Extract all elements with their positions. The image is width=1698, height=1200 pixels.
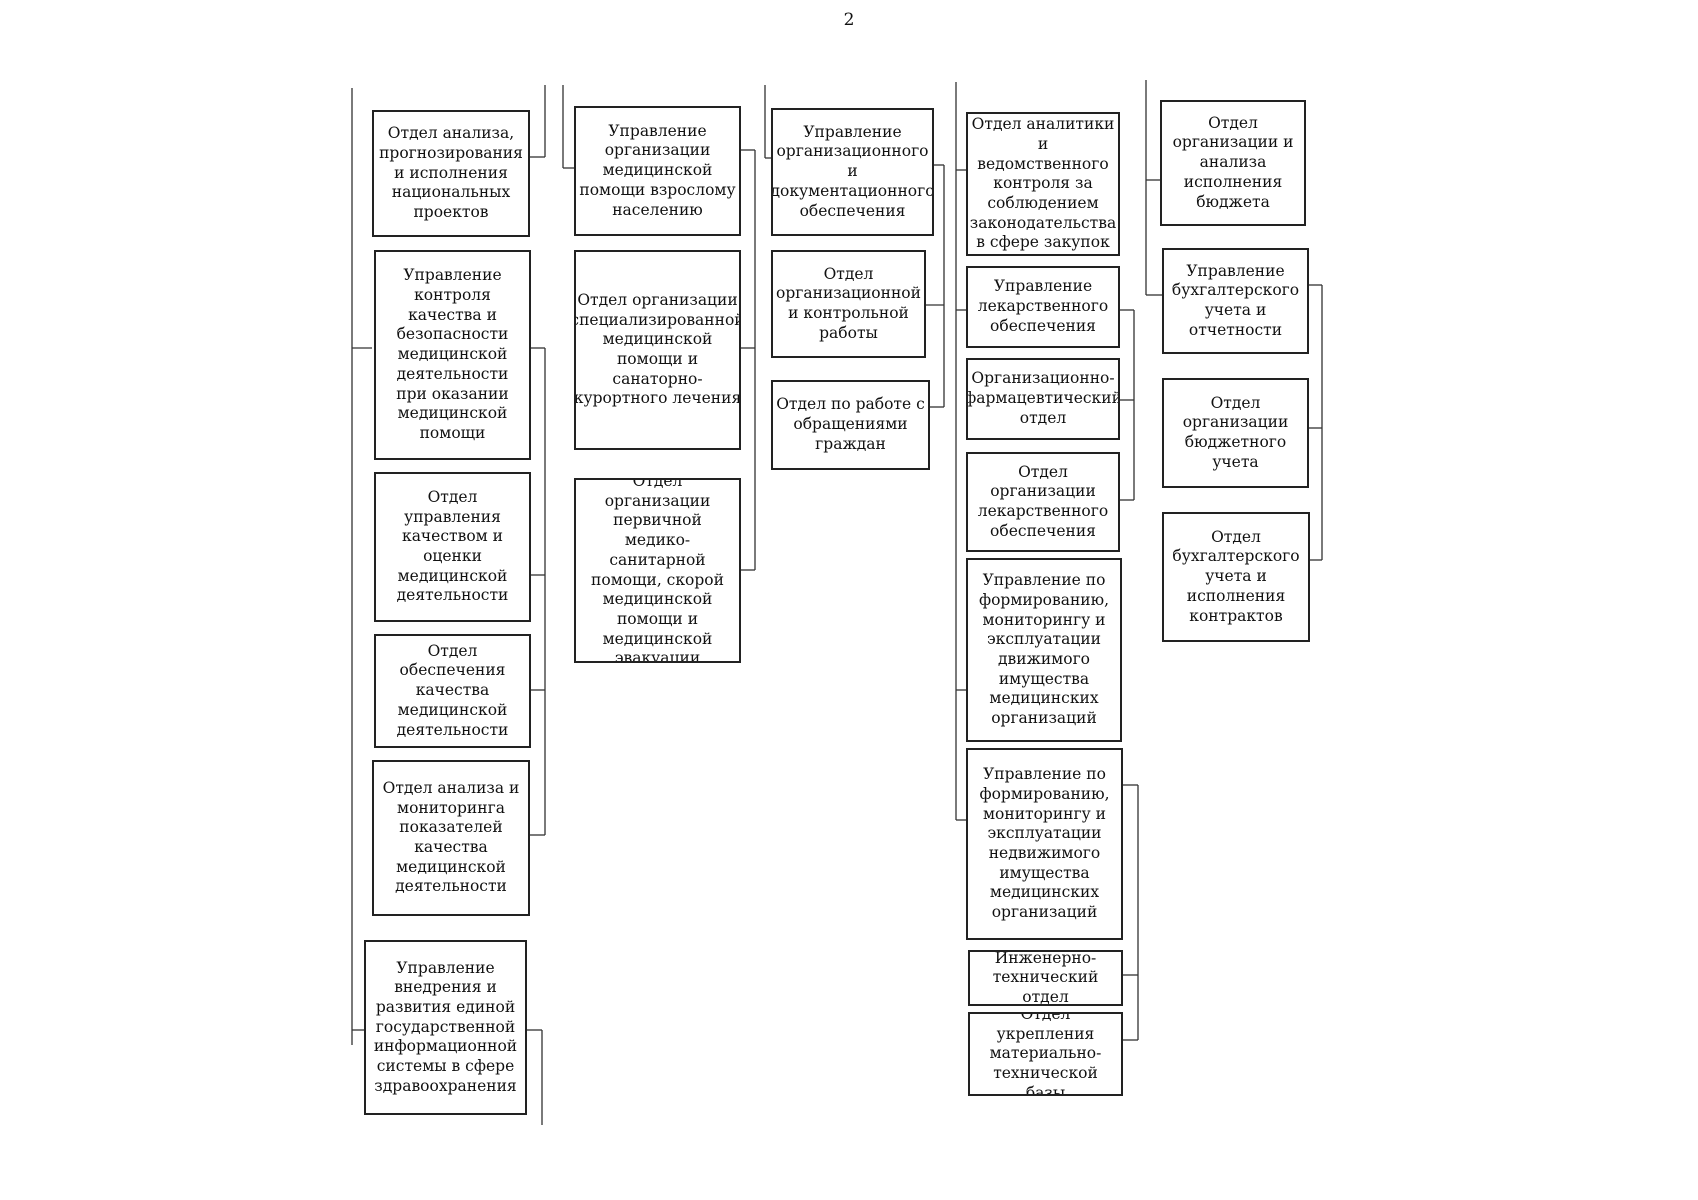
- department-label: Отдел организации первичной медико-санит…: [591, 478, 724, 663]
- department-label: Управление внедрения и развития единой г…: [373, 958, 518, 1095]
- department-label: Отдел организационной и контрольной рабо…: [776, 264, 921, 342]
- department-label: Отдел бухгалтерского учета и исполнения …: [1172, 527, 1300, 625]
- department-box: Отдел укрепления материально-технической…: [968, 1012, 1123, 1096]
- department-label: Отдел укрепления материально-технической…: [989, 1012, 1102, 1096]
- department-label: Управление организации медицинской помощ…: [579, 121, 736, 219]
- department-label: Управление лекарственного обеспечения: [977, 277, 1109, 335]
- department-box: Отдел анализа и мониторинга показателей …: [372, 760, 530, 916]
- department-label: Отдел организации специализированной мед…: [574, 290, 741, 408]
- department-label: Отдел аналитики и ведомственного контрол…: [969, 115, 1117, 252]
- department-label: Отдел организации бюджетного учета: [1182, 393, 1289, 471]
- department-label: Управление бухгалтерского учета и отчетн…: [1171, 261, 1300, 339]
- department-label: Отдел управления качеством и оценки меди…: [396, 487, 509, 605]
- department-box: Отдел обеспечения качества медицинской д…: [374, 634, 531, 748]
- department-box: Отдел аналитики и ведомственного контрол…: [966, 112, 1120, 256]
- department-label: Управление по формированию, мониторингу …: [979, 765, 1110, 922]
- department-box: Отдел организации лекарственного обеспеч…: [966, 452, 1120, 552]
- department-box: Управление организационного и документац…: [771, 108, 934, 236]
- department-box: Отдел по работе с обращениями граждан: [771, 380, 930, 470]
- department-box: Управление организации медицинской помощ…: [574, 106, 741, 236]
- department-box: Организационно-фармацевтический отдел: [966, 358, 1120, 440]
- department-box: Управление по формированию, мониторингу …: [966, 748, 1123, 940]
- department-box: Отдел бухгалтерского учета и исполнения …: [1162, 512, 1310, 642]
- department-box: Управление внедрения и развития единой г…: [364, 940, 527, 1115]
- department-label: Отдел анализа и мониторинга показателей …: [382, 778, 520, 896]
- department-box: Отдел организации специализированной мед…: [574, 250, 741, 450]
- department-label: Управление контроля качества и безопасно…: [396, 266, 509, 442]
- page-number: 2: [843, 10, 855, 30]
- department-label: Инженерно-технический отдел: [992, 950, 1099, 1006]
- department-box: Управление по формированию, мониторингу …: [966, 558, 1122, 742]
- department-box: Отдел управления качеством и оценки меди…: [374, 472, 531, 622]
- department-box: Отдел организации бюджетного учета: [1162, 378, 1309, 488]
- department-box: Отдел организационной и контрольной рабо…: [771, 250, 926, 358]
- department-box: Отдел анализа, прогнозирования и исполне…: [372, 110, 530, 237]
- department-label: Организационно-фармацевтический отдел: [966, 369, 1120, 427]
- department-label: Отдел организации лекарственного обеспеч…: [977, 462, 1109, 540]
- department-label: Отдел организации и анализа исполнения б…: [1172, 113, 1294, 211]
- department-label: Отдел анализа, прогнозирования и исполне…: [379, 124, 523, 221]
- department-box: Управление бухгалтерского учета и отчетн…: [1162, 248, 1309, 354]
- department-label: Управление по формированию, мониторингу …: [978, 571, 1110, 728]
- department-box: Отдел организации и анализа исполнения б…: [1160, 100, 1306, 226]
- department-box: Инженерно-технический отдел: [968, 950, 1123, 1006]
- department-label: Управление организационного и документац…: [771, 122, 934, 220]
- department-box: Отдел организации первичной медико-санит…: [574, 478, 741, 663]
- department-box: Управление лекарственного обеспечения: [966, 266, 1120, 348]
- department-label: Отдел обеспечения качества медицинской д…: [396, 641, 509, 739]
- department-label: Отдел по работе с обращениями граждан: [776, 395, 925, 453]
- department-box: Управление контроля качества и безопасно…: [374, 250, 531, 460]
